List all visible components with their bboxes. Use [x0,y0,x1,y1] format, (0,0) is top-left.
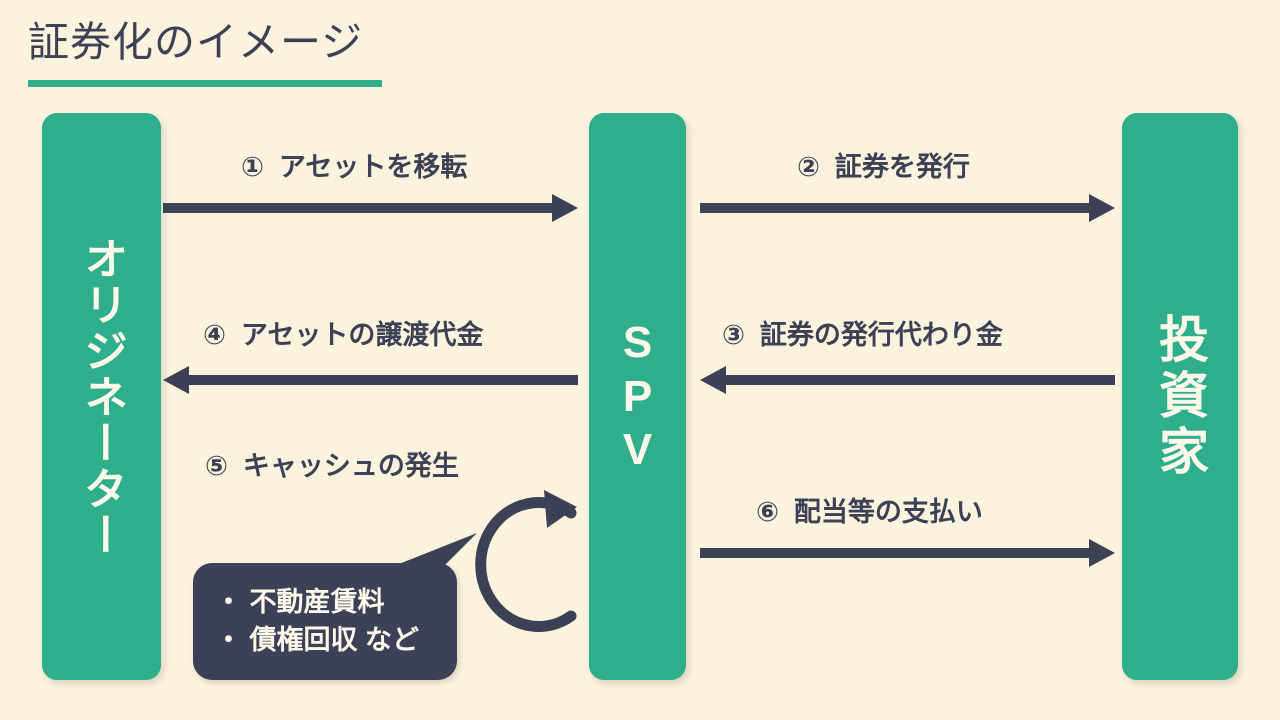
flow-4-text: アセットの譲渡代金 [240,320,484,350]
spv-letter-v: V [622,425,653,475]
callout-lines: ・ 不動産賃料 ・ 債権回収 など [215,583,419,659]
flow-6-label: ⑥ 配当等の支払い [756,495,983,529]
cash-cycle-arrow-icon [475,490,577,632]
flow-2-label: ② 証券を発行 [797,150,970,184]
flow-6-text: 配当等の支払い [793,497,983,527]
flow-1-group: ① アセットを移転 [163,150,578,222]
page-title: 証券化のイメージ [28,19,364,65]
flow-6-number: ⑥ [756,497,779,527]
flow-1-text: アセットを移転 [278,152,468,182]
flow-3-text: 証券の発行代わり金 [759,320,1003,350]
flow-3-number: ③ [722,320,745,350]
callout-line-2: ・ 債権回収 など [215,625,420,655]
spv-letter-p: P [622,371,653,421]
flow-5-text: キャッシュの発生 [242,451,459,481]
flow-6-arrow-right [700,539,1115,567]
flow-6-group: ⑥ 配当等の支払い [700,495,1115,567]
entity-box-spv: S P V [589,113,686,680]
flow-2-text: 証券を発行 [834,152,970,182]
callout-body: ・ 不動産賃料 ・ 債権回収 など [193,563,457,680]
flow-1-number: ① [241,152,264,182]
entity-box-investor: 投資家 [1122,113,1238,680]
flow-3-group: ③ 証券の発行代わり金 [700,318,1115,394]
flow-3-arrow-left [700,366,1115,394]
flow-2-group: ② 証券を発行 [700,150,1115,222]
flow-3-label: ③ 証券の発行代わり金 [722,318,1003,352]
flow-4-number: ④ [203,320,226,350]
entity-label-spv: S P V [623,316,652,477]
flow-4-arrow-left [163,366,578,394]
slide-title-block: 証券化のイメージ [28,14,382,87]
title-underline-rule [28,80,382,87]
flow-2-arrow-right [700,194,1115,222]
flow-4-group: ④ アセットの譲渡代金 [163,318,578,394]
entity-label-originator: オリジネーター [77,235,127,558]
flow-4-label: ④ アセットの譲渡代金 [203,318,483,352]
flow-1-arrow-right [163,194,578,222]
cash-source-callout: ・ 不動産賃料 ・ 債権回収 など [193,533,477,680]
spv-letter-s: S [622,317,653,367]
entity-label-investor: 投資家 [1152,312,1208,481]
flow-5-group: ⑤ キャッシュの発生 [205,449,565,493]
flow-2-number: ② [797,152,820,182]
flow-5-label: ⑤ キャッシュの発生 [205,449,459,483]
flow-1-label: ① アセットを移転 [241,150,467,184]
callout-line-1: ・ 不動産賃料 [215,587,385,617]
entity-box-originator: オリジネーター [42,113,161,680]
flow-5-number: ⑤ [205,451,228,481]
